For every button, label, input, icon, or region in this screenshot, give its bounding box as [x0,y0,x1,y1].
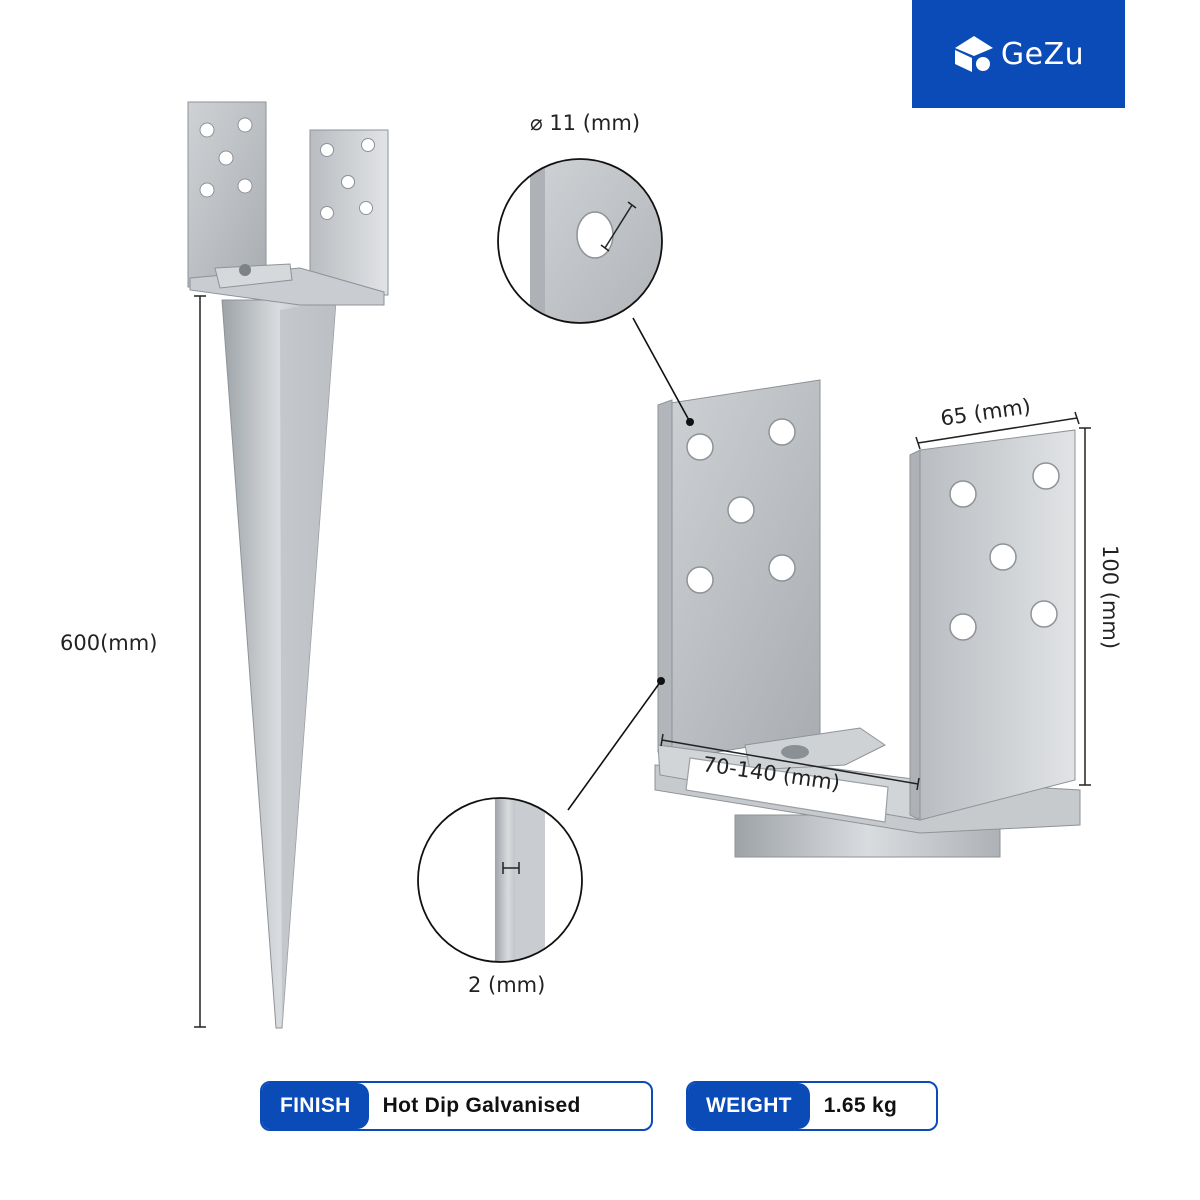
finish-value: Hot Dip Galvanised [382,1094,581,1117]
bracket-height-label: 100 (mm) [1098,545,1122,649]
weight-spec: WEIGHT 1.65 kg [686,1081,938,1131]
weight-value: 1.65 kg [823,1094,898,1117]
height-label: 600(mm) [60,631,157,655]
adjustable-width-label-box [685,757,889,823]
hole-zoom-callout [497,158,694,426]
brand-name: GeZu [1000,36,1085,72]
post-spike [187,101,389,1029]
finish-spec: FINISH Hot Dip Galvanised [260,1081,653,1131]
thickness-zoom-callout [417,677,665,963]
weight-label: WEIGHT [688,1083,810,1129]
adjustable-width-dimension-line [660,733,920,791]
width-label: 65 (mm) [939,394,1032,430]
width-dimension-line [915,411,1080,450]
brand-logo: GeZu [912,0,1125,108]
finish-label: FINISH [262,1083,369,1129]
height-dimension-line [194,295,206,1028]
thickness-label: 2 (mm) [468,973,545,997]
bracket-height-dimension-line [1079,427,1091,786]
hole-diameter-label: ⌀ 11 (mm) [530,111,640,135]
house-cube-icon [954,36,993,72]
